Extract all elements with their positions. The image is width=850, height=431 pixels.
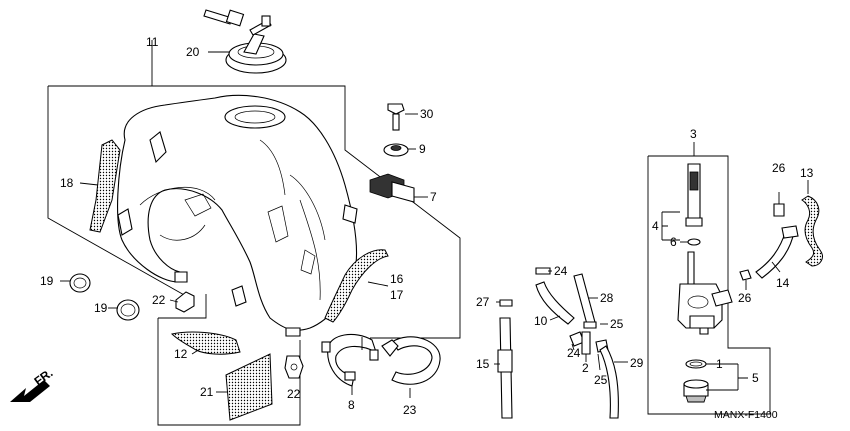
band-illustration <box>321 333 379 387</box>
front-direction-label: FR. <box>32 366 56 389</box>
label-22-b: 22 <box>287 387 301 401</box>
label-25-b: 25 <box>594 373 608 387</box>
label-30: 30 <box>420 107 434 121</box>
label-22-a: 22 <box>152 293 166 307</box>
label-12: 12 <box>174 347 188 361</box>
label-27: 27 <box>476 295 490 309</box>
label-4: 4 <box>652 219 659 233</box>
sediment-cup-illustration <box>683 359 709 403</box>
grommet-9-illustration <box>383 143 409 157</box>
label-19-b: 19 <box>94 301 108 315</box>
front-direction-arrow <box>10 380 50 402</box>
label-26-a: 26 <box>772 161 786 175</box>
label-13: 13 <box>800 166 814 180</box>
label-2: 2 <box>582 361 589 375</box>
label-6: 6 <box>670 235 677 249</box>
label-18: 18 <box>60 176 74 190</box>
bolt-illustration <box>387 103 405 131</box>
label-14: 14 <box>776 276 790 290</box>
label-26-b: 26 <box>738 291 752 305</box>
label-20: 20 <box>186 45 200 59</box>
label-7: 7 <box>430 190 437 204</box>
label-17: 17 <box>390 288 404 302</box>
label-23: 23 <box>403 403 417 417</box>
label-11: 11 <box>146 35 159 49</box>
label-19-a: 19 <box>40 274 54 288</box>
label-21: 21 <box>200 385 214 399</box>
label-24-a: 24 <box>554 264 568 278</box>
label-10: 10 <box>534 314 548 328</box>
band-illustration-23 <box>381 336 441 385</box>
fuel-cap-illustration <box>203 9 287 74</box>
strainer-illustration <box>685 163 703 227</box>
label-5: 5 <box>752 371 759 385</box>
diagram-code: MANX-F1400 <box>714 409 778 421</box>
label-8: 8 <box>348 398 355 412</box>
clip-7-illustration <box>369 173 415 203</box>
label-3: 3 <box>690 127 697 141</box>
label-24-b: 24 <box>567 346 581 360</box>
label-16: 16 <box>390 272 404 286</box>
fuel-tank-illustration <box>117 94 358 337</box>
label-28: 28 <box>600 291 614 305</box>
label-9: 9 <box>419 142 426 156</box>
corrugated-tube-illustration <box>801 195 823 267</box>
fuel-valve-illustration <box>677 251 733 335</box>
grommet-illustration <box>69 273 140 321</box>
label-1: 1 <box>716 357 723 371</box>
label-25-a: 25 <box>610 317 624 331</box>
label-15: 15 <box>476 357 490 371</box>
label-29: 29 <box>630 356 644 370</box>
